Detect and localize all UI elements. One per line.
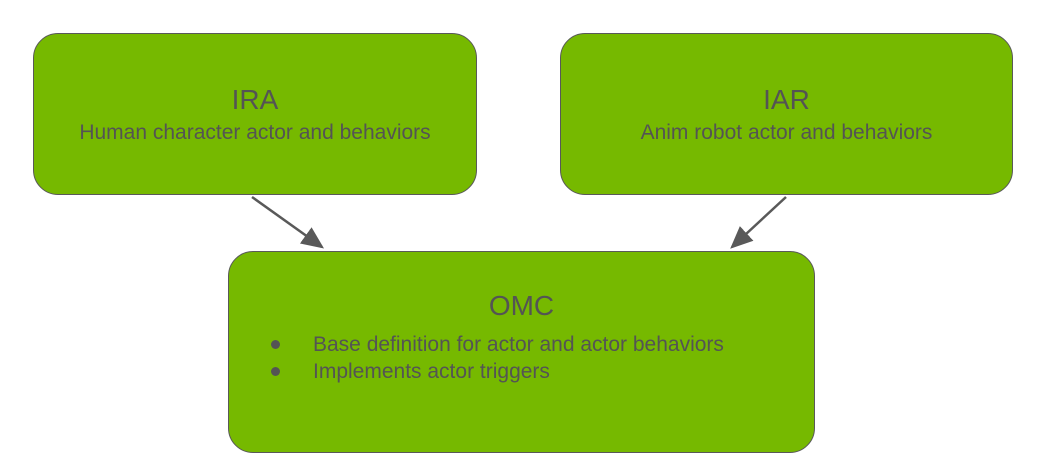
bullet-item: Base definition for actor and actor beha… xyxy=(229,331,814,358)
node-iar-subtitle: Anim robot actor and behaviors xyxy=(640,121,933,144)
node-iar: IAR Anim robot actor and behaviors xyxy=(560,33,1013,195)
bullet-text: Base definition for actor and actor beha… xyxy=(313,333,724,356)
bullet-item: Implements actor triggers xyxy=(229,358,814,385)
arrow-iar-to-omc xyxy=(730,196,787,249)
bullet-dot-icon xyxy=(271,367,280,376)
bullet-text: Implements actor triggers xyxy=(313,360,550,383)
omc-bullet-list: Base definition for actor and actor beha… xyxy=(229,331,814,385)
node-ira: IRA Human character actor and behaviors xyxy=(33,33,477,195)
node-ira-subtitle: Human character actor and behaviors xyxy=(79,121,431,144)
bullet-dot-icon xyxy=(271,340,280,349)
node-omc-title: OMC xyxy=(488,290,555,321)
node-iar-title: IAR xyxy=(763,84,810,115)
arrow-ira-to-omc xyxy=(251,195,325,249)
node-omc: OMC Base definition for actor and actor … xyxy=(228,251,815,453)
node-ira-title: IRA xyxy=(231,84,279,115)
